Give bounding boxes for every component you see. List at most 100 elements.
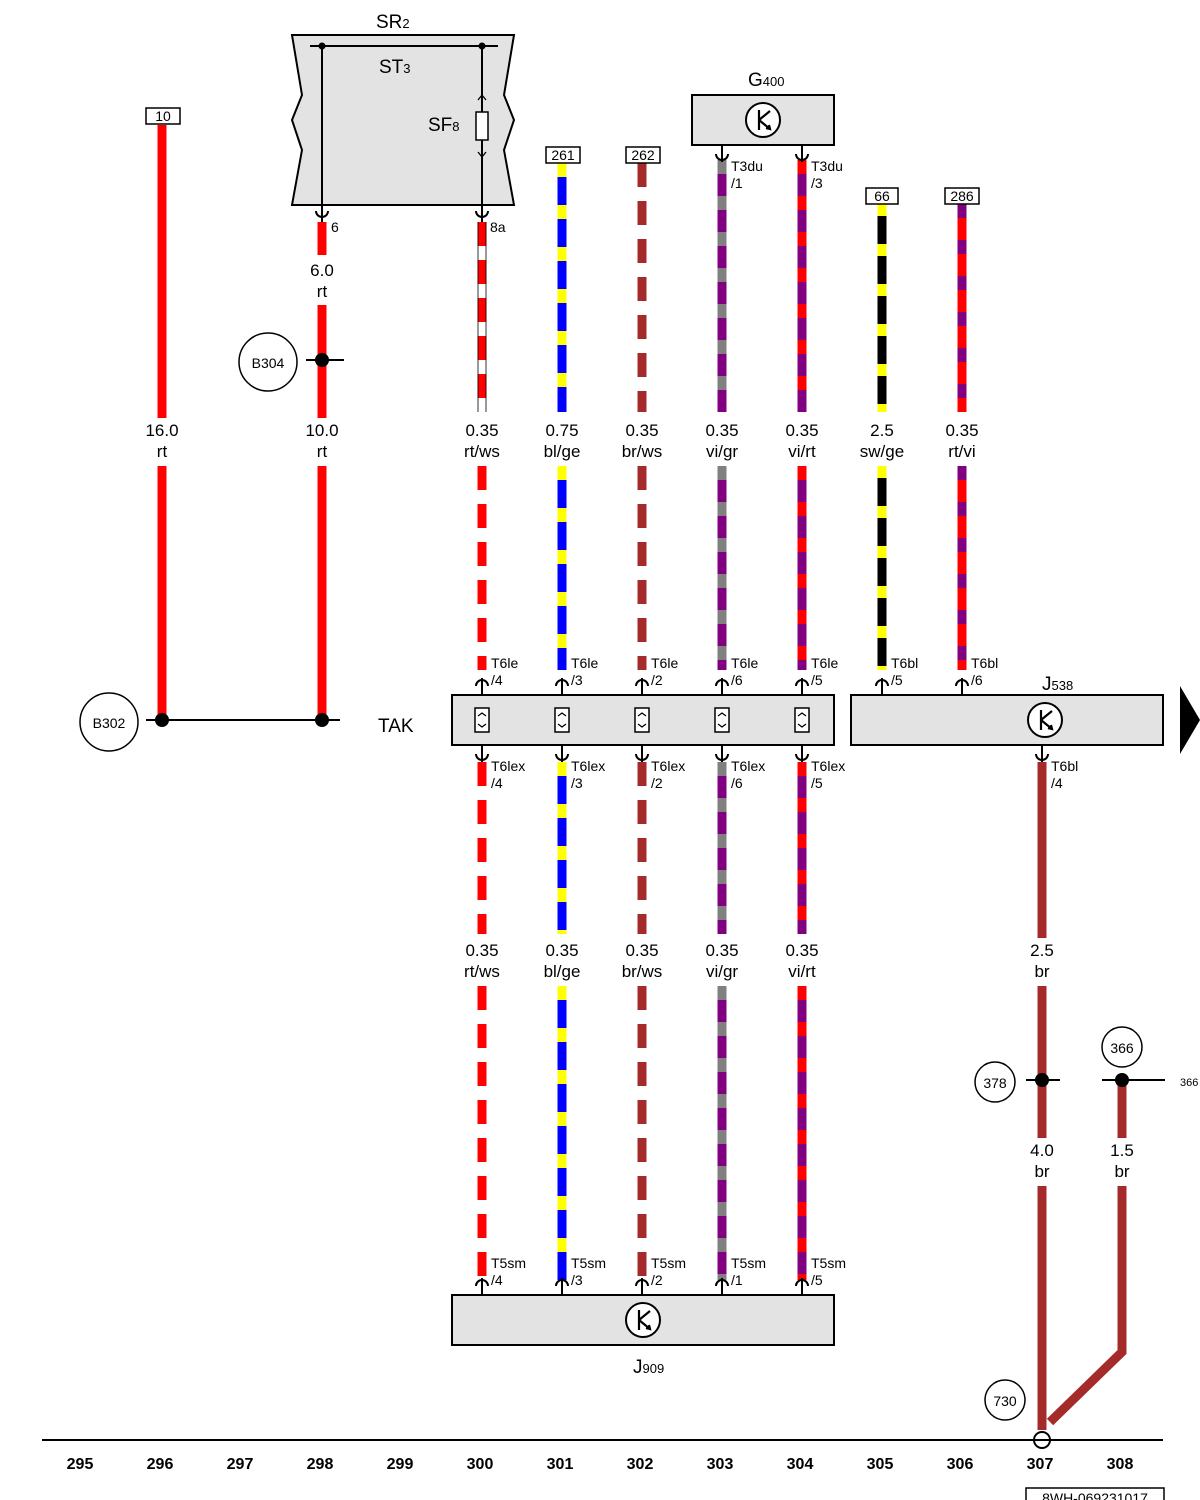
pin-label: T6bl <box>971 655 998 671</box>
ref-label-261: 261 <box>551 147 575 163</box>
column-number: 299 <box>387 1456 414 1473</box>
tak-connector[interactable]: TAK <box>378 694 835 746</box>
footer-code-box <box>1025 1487 1165 1500</box>
wire-size-label: 0.35 <box>945 421 978 440</box>
wire-colour-label: rt/ws <box>464 442 500 461</box>
pin-label: /3 <box>571 1272 583 1288</box>
j909-transistor-icon <box>637 1310 652 1331</box>
b302-point[interactable] <box>79 692 139 752</box>
wire-308-b[interactable] <box>1046 1186 1127 1426</box>
wire-colour-label: vi/rt <box>788 442 816 461</box>
column-number: 300 <box>467 1456 494 1473</box>
sr2-component[interactable]: SR2 ST3 SF8 <box>290 12 516 212</box>
striped-wires <box>477 160 967 1280</box>
pin-label: T5sm <box>811 1255 846 1271</box>
continuation-arrow-icon[interactable] <box>1180 686 1200 754</box>
pin-label: /6 <box>731 775 743 791</box>
column-number: 307 <box>1027 1456 1054 1473</box>
column-number: 304 <box>787 1456 814 1473</box>
junction-dot <box>1035 1073 1049 1087</box>
p366-point[interactable] <box>1101 1026 1143 1068</box>
b304-label: B304 <box>252 355 285 371</box>
junction-dot <box>155 713 169 727</box>
g400-label: G400 <box>748 70 784 91</box>
ref-label-66: 66 <box>874 188 890 204</box>
wire-colour-label: br <box>1034 962 1049 981</box>
column-number: 302 <box>627 1456 654 1473</box>
junction-dot <box>315 353 329 367</box>
pin-label: T5sm <box>571 1255 606 1271</box>
p378-point[interactable] <box>974 1061 1016 1103</box>
ref-box-66[interactable] <box>865 187 899 205</box>
pin-label: /4 <box>491 1272 503 1288</box>
pin-labels: 6 8a T3du /1 T3du /3 T6le /4 T6le /3 T6l… <box>331 158 1078 1288</box>
pin-label: T6le <box>731 655 758 671</box>
sr2-label: SR2 <box>376 12 410 33</box>
wire-size-label: 0.35 <box>465 941 498 960</box>
wire-size-label: 0.35 <box>785 421 818 440</box>
column-number: 298 <box>307 1456 334 1473</box>
b302-label: B302 <box>93 715 126 731</box>
pin-label: /4 <box>491 672 503 688</box>
wire-size-label: 0.35 <box>625 941 658 960</box>
tak-terminal-icon <box>474 707 490 733</box>
column-number: 297 <box>227 1456 254 1473</box>
pin-label: T6lex <box>571 758 605 774</box>
pin-label: /2 <box>651 672 663 688</box>
ref-box-262[interactable] <box>625 146 661 164</box>
junction-dot <box>315 713 329 727</box>
wire-colour-label: br <box>1034 1162 1049 1181</box>
column-number: 303 <box>707 1456 734 1473</box>
column-number: 308 <box>1107 1456 1134 1473</box>
column-number: 295 <box>67 1456 94 1473</box>
wire-colour-label: br/ws <box>622 962 663 981</box>
pin-label: /3 <box>571 672 583 688</box>
pin-label: 6 <box>331 219 339 235</box>
pin-label: /4 <box>1051 775 1063 791</box>
p730-point[interactable] <box>984 1379 1026 1421</box>
junctions: B302 B304 378 366 366 730 <box>79 332 1198 1449</box>
pin-label: /2 <box>651 775 663 791</box>
wire-size-label: 16.0 <box>145 421 178 440</box>
ref-box-261[interactable] <box>545 146 581 164</box>
tak-terminals <box>474 707 810 733</box>
wire-colour-label: rt <box>157 442 168 461</box>
pin-label: /1 <box>731 175 743 191</box>
b304-point[interactable] <box>238 332 298 392</box>
wire-colour-label: rt/ws <box>464 962 500 981</box>
wire-size-label: 2.5 <box>1030 941 1054 960</box>
j909-label: J909 <box>633 1357 664 1378</box>
ref-box-10[interactable] <box>145 107 181 125</box>
j909-component[interactable]: J909 <box>451 1294 835 1378</box>
column-number: 296 <box>147 1456 174 1473</box>
ref-box-286[interactable] <box>944 187 980 205</box>
wire-size-label: 0.35 <box>545 941 578 960</box>
wire-labels: 16.0 rt 6.0 rt 10.0 rt 0.35 rt/ws 0.75 b… <box>145 261 1133 1181</box>
pin-label: /5 <box>891 672 903 688</box>
pin-label: /5 <box>811 775 823 791</box>
wire-colour-label: vi/gr <box>706 962 738 981</box>
wire-size-label: 0.35 <box>785 941 818 960</box>
reference-boxes: 10 261 262 66 286 <box>145 107 980 205</box>
wire-size-label: 0.35 <box>705 421 738 440</box>
wires <box>157 125 1127 1430</box>
footer-code: 8WH-069231017 <box>1042 1490 1148 1500</box>
tak-terminal-icon <box>714 707 730 733</box>
wire-colour-label: vi/gr <box>706 442 738 461</box>
pin-label: T6le <box>811 655 838 671</box>
tak-label: TAK <box>378 716 414 737</box>
pin-label: /6 <box>731 672 743 688</box>
wire-colour-label: br/ws <box>622 442 663 461</box>
g400-component[interactable]: G400 <box>691 70 835 146</box>
j538-component[interactable]: J538 <box>850 674 1200 754</box>
sf8-fuse-icon <box>475 111 489 141</box>
pin-label: T6le <box>651 655 678 671</box>
pin-label: T6bl <box>891 655 918 671</box>
wire-size-label: 1.5 <box>1110 1141 1134 1160</box>
wire-colour-label: rt <box>317 442 328 461</box>
wire-size-label: 0.35 <box>465 421 498 440</box>
pin-label: T6bl <box>1051 758 1078 774</box>
pin-label: /5 <box>811 1272 823 1288</box>
column-number: 305 <box>867 1456 894 1473</box>
column-number: 301 <box>547 1456 574 1473</box>
